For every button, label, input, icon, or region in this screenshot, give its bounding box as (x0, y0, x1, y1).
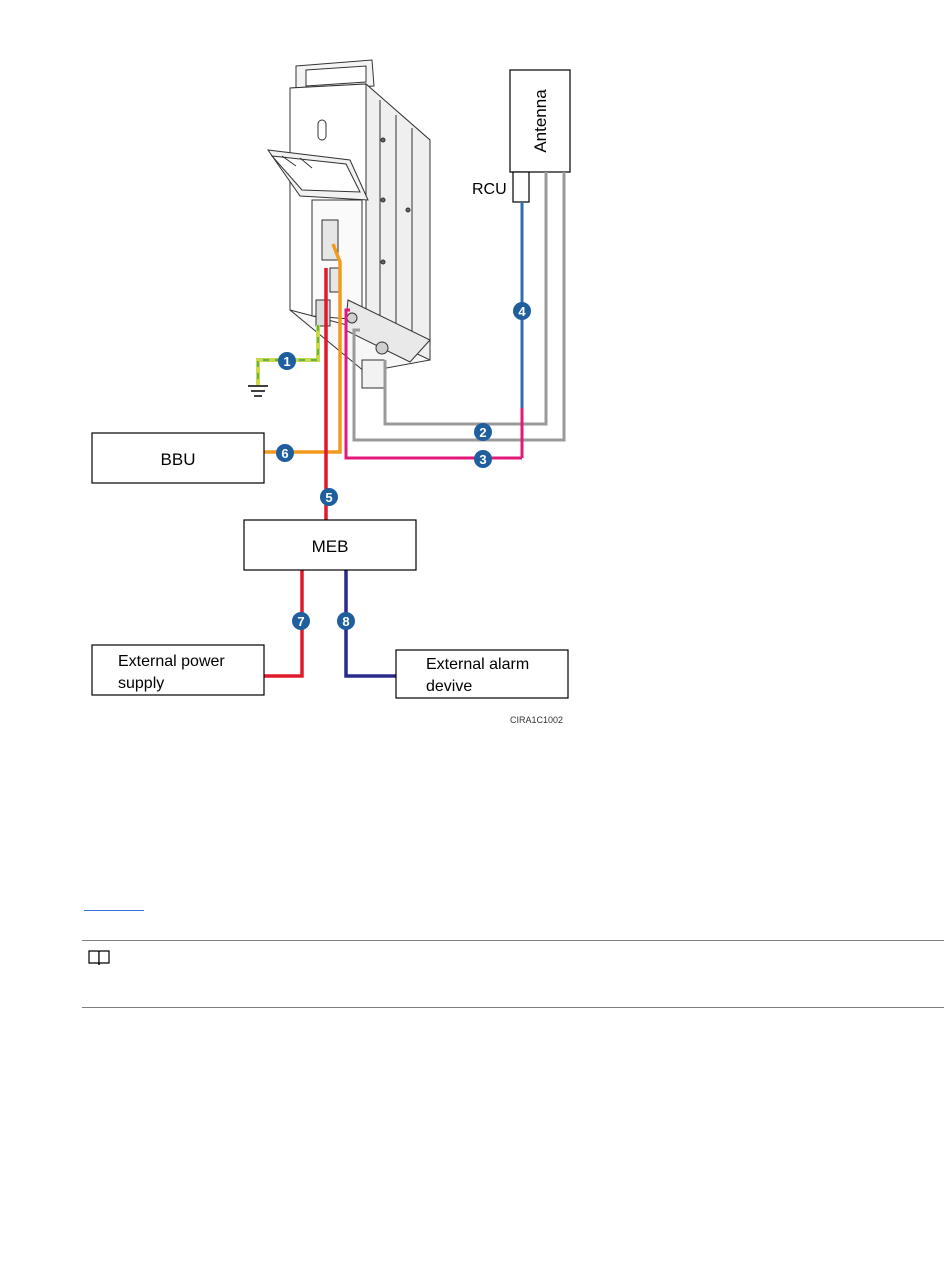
external-power-label-line1: External power (118, 653, 225, 670)
svg-text:6: 6 (281, 446, 288, 461)
callout-1: 1 (278, 352, 296, 370)
bbu-label: BBU (161, 450, 196, 469)
svg-text:8: 8 (342, 614, 349, 629)
figure-id: CIRA1C1002 (510, 715, 563, 725)
svg-text:2: 2 (479, 425, 486, 440)
rcu-box: RCU (472, 172, 529, 202)
antenna-label: Antenna (531, 89, 550, 153)
svg-text:7: 7 (297, 614, 304, 629)
antenna-box: Antenna (510, 70, 570, 172)
svg-text:3: 3 (479, 452, 486, 467)
callout-6: 6 (276, 444, 294, 462)
external-alarm-label-line2: devive (426, 678, 472, 695)
callout-5: 5 (320, 488, 338, 506)
cable-connection-diagram: Antenna RCU (0, 0, 950, 900)
rcu-label: RCU (472, 181, 507, 198)
note-box (82, 940, 944, 1008)
external-power-label-line2: supply (118, 675, 164, 692)
callout-4: 4 (513, 302, 531, 320)
callout-3: 3 (474, 450, 492, 468)
meb-box: MEB (244, 520, 416, 570)
book-icon (88, 949, 110, 972)
ground-symbol (248, 386, 268, 396)
external-alarm-label-line1: External alarm (426, 656, 529, 673)
meb-label: MEB (312, 537, 349, 556)
link-underline[interactable] (84, 910, 144, 911)
svg-text:1: 1 (283, 354, 290, 369)
svg-text:5: 5 (325, 490, 332, 505)
external-power-supply-box: External power supply (92, 645, 264, 695)
callout-7: 7 (292, 612, 310, 630)
external-alarm-device-box: External alarm devive (396, 650, 568, 698)
rru-device (268, 60, 430, 388)
callout-8: 8 (337, 612, 355, 630)
svg-text:4: 4 (518, 304, 526, 319)
bbu-box: BBU (92, 433, 264, 483)
callout-2: 2 (474, 423, 492, 441)
